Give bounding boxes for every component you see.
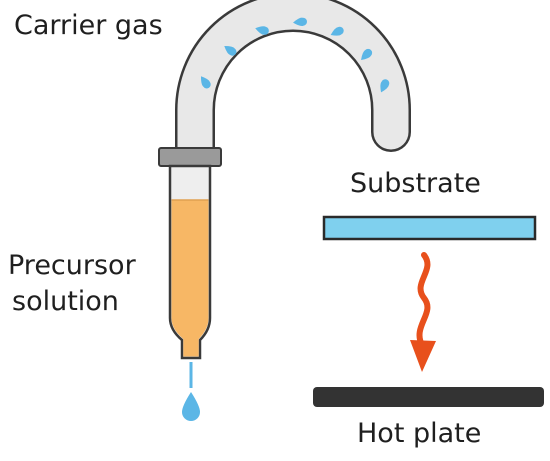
label-hot-plate: Hot plate — [357, 418, 482, 449]
label-solution: solution — [12, 286, 119, 317]
droplet-icon — [361, 48, 373, 60]
tube-fill — [177, 0, 409, 173]
precursor-solution-fill — [171, 200, 209, 357]
label-precursor: Precursor — [8, 250, 136, 281]
tube-droplets — [200, 17, 390, 93]
label-substrate: Substrate — [350, 168, 481, 199]
droplet-icon — [182, 392, 200, 421]
hot-plate — [313, 387, 544, 407]
syringe-collar — [158, 147, 222, 167]
label-carrier-gas: Carrier gas — [14, 10, 163, 41]
carrier-gas-tube — [175, 0, 411, 175]
droplet-icon — [255, 26, 269, 35]
heat-arrow-icon — [410, 252, 436, 372]
syringe — [168, 164, 212, 360]
droplet-icon — [330, 26, 344, 36]
substrate-plate — [322, 215, 537, 241]
droplet-icon — [224, 45, 237, 56]
falling-droplet — [182, 362, 200, 421]
droplet-icon — [293, 17, 307, 27]
droplet-icon — [380, 79, 390, 93]
droplet-icon — [200, 76, 211, 89]
